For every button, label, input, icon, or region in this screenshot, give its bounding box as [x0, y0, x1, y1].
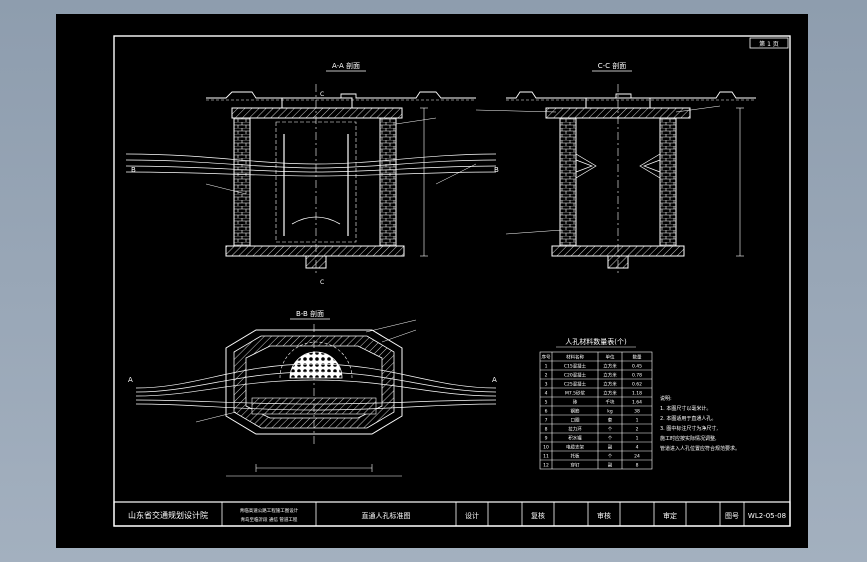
institute-name: 山东省交通规划设计院 — [128, 510, 208, 520]
materials-cell: 个 — [608, 436, 613, 442]
materials-cell: 38 — [634, 409, 640, 415]
drawing-sheet: 第 1 页 A-A 剖面 B B C C — [56, 14, 808, 548]
materials-cell: 4 — [636, 445, 639, 451]
aa-mark-b-left: B — [131, 166, 136, 174]
materials-cell: 6 — [545, 409, 548, 415]
note-line: 说明: — [660, 395, 672, 402]
number-label: 图号 — [725, 512, 739, 520]
materials-cell: 副 — [608, 462, 613, 469]
note-line: 管道进入人孔位置应符合规范要求。 — [660, 445, 740, 452]
materials-cell: 1 — [636, 418, 639, 424]
materials-cell: 个 — [608, 427, 613, 433]
materials-cell: 托板 — [571, 453, 580, 460]
materials-table-title: 人孔材料数量表(个) — [565, 337, 627, 346]
materials-header-cell: 序号 — [542, 354, 551, 361]
aa-mark-c-top: C — [320, 91, 324, 98]
materials-cell: 3 — [545, 382, 548, 388]
materials-cell: M7.5砂浆 — [565, 390, 586, 397]
section-aa-view: A-A 剖面 B B C C — [125, 61, 499, 286]
note-line: 施工时应按实际情况调整, — [660, 435, 717, 442]
materials-cell: 5 — [545, 400, 548, 406]
materials-cell: 0.62 — [632, 382, 642, 388]
materials-cell: 个 — [608, 454, 613, 460]
materials-cell: 钢筋 — [571, 408, 580, 415]
materials-cell: 12 — [543, 463, 549, 469]
project-line-2: 青岛至临沂段 通信 管道工程 — [241, 516, 298, 523]
drawing-name: 直通人孔标准图 — [362, 511, 411, 520]
section-bb-title: B-B 剖面 — [296, 309, 324, 318]
review-label: 复核 — [531, 511, 545, 520]
drawing-number: WL2-05-08 — [748, 512, 786, 520]
page-tag-box — [749, 37, 789, 49]
bb-manhole-cover — [289, 351, 343, 379]
materials-cell: 积水罐 — [568, 435, 582, 442]
cc-right-wall — [659, 117, 677, 247]
section-aa-title: A-A 剖面 — [332, 61, 360, 70]
materials-cell: 立方米 — [603, 363, 617, 370]
materials-cell: 1 — [545, 364, 548, 370]
check-label: 审核 — [597, 511, 611, 520]
materials-cell: 7 — [545, 418, 548, 424]
aa-mark-c-bottom: C — [320, 279, 324, 286]
materials-cell: 1.18 — [632, 391, 642, 397]
bb-mark-a-left: A — [128, 376, 133, 384]
materials-cell: C15混凝土 — [564, 363, 587, 370]
aa-right-wall — [379, 117, 397, 247]
materials-header-cell: 数量 — [633, 354, 642, 361]
approve-label: 审定 — [663, 511, 677, 520]
materials-cell: 1.64 — [632, 400, 642, 406]
title-block: 山东省交通规划设计院 青临高速公路工程施工图设计 青岛至临沂段 通信 管道工程 … — [113, 501, 791, 527]
materials-cell: 1 — [636, 436, 639, 442]
materials-cell: 9 — [545, 436, 548, 442]
materials-cell: 千块 — [606, 399, 615, 406]
materials-cell: 副 — [608, 444, 613, 451]
materials-cell: 0.45 — [632, 364, 642, 370]
aa-mark-b-right: B — [494, 166, 499, 174]
note-line: 1. 本图尺寸以毫米计。 — [660, 405, 711, 412]
section-cc-title: C-C 剖面 — [598, 61, 627, 70]
aa-left-wall — [233, 117, 251, 247]
note-line: 3. 图中标注尺寸为净尺寸, — [660, 425, 718, 432]
materials-cell: 11 — [543, 454, 549, 460]
materials-cell: 2 — [545, 373, 548, 379]
materials-cell: 穿钉 — [571, 462, 580, 469]
materials-cell: 口圈 — [571, 418, 580, 424]
materials-header-cell: 单位 — [606, 354, 615, 361]
project-line-1: 青临高速公路工程施工图设计 — [240, 507, 299, 514]
drawing-canvas: 第 1 页 A-A 剖面 B B C C — [113, 35, 791, 527]
materials-cell: kg — [607, 409, 613, 415]
materials-header-cell: 材料名称 — [566, 354, 584, 361]
materials-cell: 立方米 — [603, 372, 617, 379]
note-line: 2. 本图适用于直通人孔。 — [660, 415, 716, 422]
materials-cell: C25混凝土 — [564, 381, 587, 388]
notes-block: 说明: 1. 本图尺寸以毫米计。 2. 本图适用于直通人孔。 3. 图中标注尺寸为净尺… — [660, 395, 740, 452]
cc-left-wall — [559, 117, 577, 247]
materials-cell: 拉力环 — [568, 426, 582, 433]
page-number: 第 1 页 — [759, 40, 779, 48]
materials-cell: 砖 — [573, 399, 578, 406]
materials-cell: 0.78 — [632, 373, 642, 379]
materials-cell: 8 — [636, 463, 639, 469]
materials-cell: 8 — [545, 427, 548, 433]
materials-cell: 套 — [608, 417, 613, 424]
materials-cell: C20混凝土 — [564, 372, 587, 379]
section-bb-view: B-B 剖面 A A — [128, 309, 497, 477]
section-cc-view: C-C 剖面 — [475, 61, 756, 276]
design-label: 设计 — [465, 511, 479, 520]
materials-cell: 立方米 — [603, 390, 617, 397]
bb-mark-a-right: A — [492, 376, 497, 384]
materials-cell: 2 — [636, 427, 639, 433]
materials-cell: 4 — [545, 391, 548, 397]
materials-cell: 10 — [543, 445, 549, 451]
materials-cell: 电缆支架 — [566, 444, 584, 451]
materials-cell: 24 — [634, 454, 640, 460]
materials-cell: 立方米 — [603, 381, 617, 388]
